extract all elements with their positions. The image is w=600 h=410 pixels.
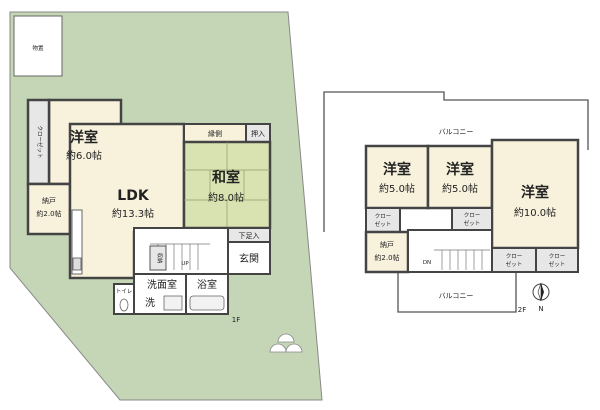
tatami-lines [184,142,270,228]
label-veranda: 縁側 [208,129,222,138]
label-2f: 2F [518,306,526,314]
label-ldk: LDK [117,188,150,204]
label-up: UP [181,261,189,267]
room-storage-1f [26,182,72,236]
balcony-top-outline [323,91,589,232]
balcony-bottom-outline [397,272,517,313]
hall-1f [133,227,229,275]
room-western-a [364,144,430,210]
size-western-b: 約5.0帖 [442,182,478,195]
closet-a-line1: クロー [375,213,392,220]
closet-2f-d [535,247,579,273]
entrance [227,241,271,275]
size-storage-1f: 約2.0帖 [36,209,61,218]
label-shoe-storage: 下足入 [239,232,260,240]
label-western-a: 洋室 [383,161,411,178]
kitchen-counter [71,209,83,275]
room-western-c [490,138,580,250]
closet-2f-a [365,207,401,233]
label-western-1f: 洋室 [70,129,98,146]
label-storage-2f: 納戸 [380,240,394,249]
closet-c-line1: クロー [506,253,523,260]
size-japanese: 約8.0帖 [208,191,244,204]
garden-steps [269,333,303,353]
closet-b-line1: クロー [464,212,481,219]
label-western-c: 洋室 [521,184,549,201]
size-western-1f: 約6.0帖 [66,149,102,162]
label-japanese: 和室 [212,169,240,186]
toilet-fixture [119,298,129,312]
north-arrow-icon [532,282,550,302]
label-western-b: 洋室 [446,161,474,178]
size-ldk: 約13.3帖 [112,207,154,220]
label-wash: 洗 [145,297,155,309]
shed-label: 物置 [32,44,44,52]
size-western-c: 約10.0帖 [514,206,556,219]
wash-basin [163,295,183,311]
closet-c-line2: ゼット [506,260,523,268]
label-oshiire: 押入 [251,129,265,138]
label-north: N [538,305,543,313]
label-storage-1f: 納戸 [42,196,56,205]
kitchen-stove [72,257,82,271]
room-storage-2f [364,230,410,274]
closet-d-line1: クロー [549,253,566,260]
stair-storage [149,245,167,271]
label-entrance: 玄関 [239,252,259,265]
label-closet-1f: クローゼット [36,125,44,158]
label-balcony-top: バルコニー [439,128,474,136]
closet-b-line2: ゼット [464,219,481,227]
shed [13,15,63,77]
stairs-2f [434,249,490,270]
room-western-b [426,144,494,210]
label-bath: 浴室 [197,278,217,291]
closet-a-line2: ゼット [375,220,392,228]
closet-d-line2: ゼット [549,260,566,268]
label-1f: 1F [232,316,240,324]
house-2f [364,138,580,274]
house-1f [26,98,272,315]
label-toilet: トイレ [116,289,133,295]
label-washroom: 洗面室 [147,278,177,291]
label-stair-storage: 収納 [156,252,164,264]
bathtub [189,295,225,311]
label-down: DN [423,260,431,266]
label-balcony-bottom: バルコニー [439,292,474,300]
closet-2f-c [491,247,537,273]
size-western-a: 約5.0帖 [379,182,415,195]
size-storage-2f: 約2.0帖 [374,253,399,262]
